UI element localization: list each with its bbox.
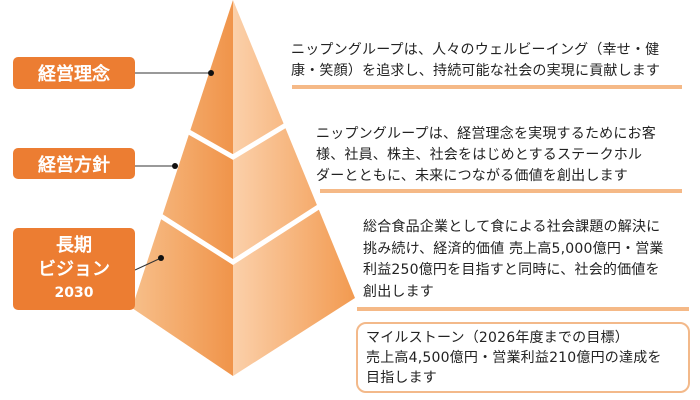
text-line: 創出します [363,283,434,300]
label-text: 経営理念 [38,64,110,85]
tier-divider-2 [143,203,322,265]
connector-dot-1 [208,70,214,76]
text-line: 総合食品企業として食による社会課題の解決に [363,219,661,235]
milestone-text: マイルストーン（2026年度までの目標） 売上高4,500億円・営業利益210億… [358,324,688,388]
philosophy-text: ニップングループは、人々のウェルビーイング（幸せ・健 康・笑顔）を追求し、持続可… [291,40,660,82]
divider-rule [357,307,689,311]
text-line: マイルストーン（2026年度までの目標） [366,330,629,346]
text-line: 売上高4,500億円・営業利益210億円の達成を [366,350,662,366]
text-line: ダーとともに、未来につながる価値を創出します [316,168,628,184]
milestone-box: マイルストーン（2026年度までの目標） 売上高4,500億円・営業利益210億… [356,322,690,393]
divider-rule [292,85,682,89]
label-year: 2030 [54,285,94,301]
text-line: 様、社員、株主、社会をはじめとするステークホル [316,147,643,163]
label-text: 長期 [56,235,92,256]
pyramid-right-face [233,0,355,376]
label-management-philosophy: 経営理念 [13,57,135,89]
text-line: 利益250億円を目指すと同時に、社会的価値を [363,262,660,278]
connector-dot-2 [172,163,178,169]
tier-divider-1 [178,122,288,160]
pyramid-left-face [132,0,233,376]
text-line: ニップングループは、人々のウェルビーイング（幸せ・健 [291,42,660,58]
policy-text: ニップングループは、経営理念を実現するためにお客 様、社員、株主、社会をはじめと… [316,124,656,187]
label-long-term-vision: 長期 ビジョン 2030 [13,228,135,310]
connector-dot-3 [158,255,164,261]
text-line: 挑み続け、経済的価値 売上高5,000億円・営業 [363,240,664,257]
label-management-policy: 経営方針 [13,148,135,179]
label-text: 経営方針 [38,154,110,176]
vision-text: 総合食品企業として食による社会課題の解決に 挑み続け、経済的価値 売上高5,00… [363,217,664,303]
text-line: 康・笑顔）を追求し、持続可能な社会の実現に貢献します [291,63,661,79]
text-line: ニップングループは、経営理念を実現するためにお客 [316,126,656,142]
connector-3 [134,257,162,271]
text-line: 目指します [366,370,437,386]
divider-rule [320,189,682,193]
label-text: ビジョン [38,259,110,280]
